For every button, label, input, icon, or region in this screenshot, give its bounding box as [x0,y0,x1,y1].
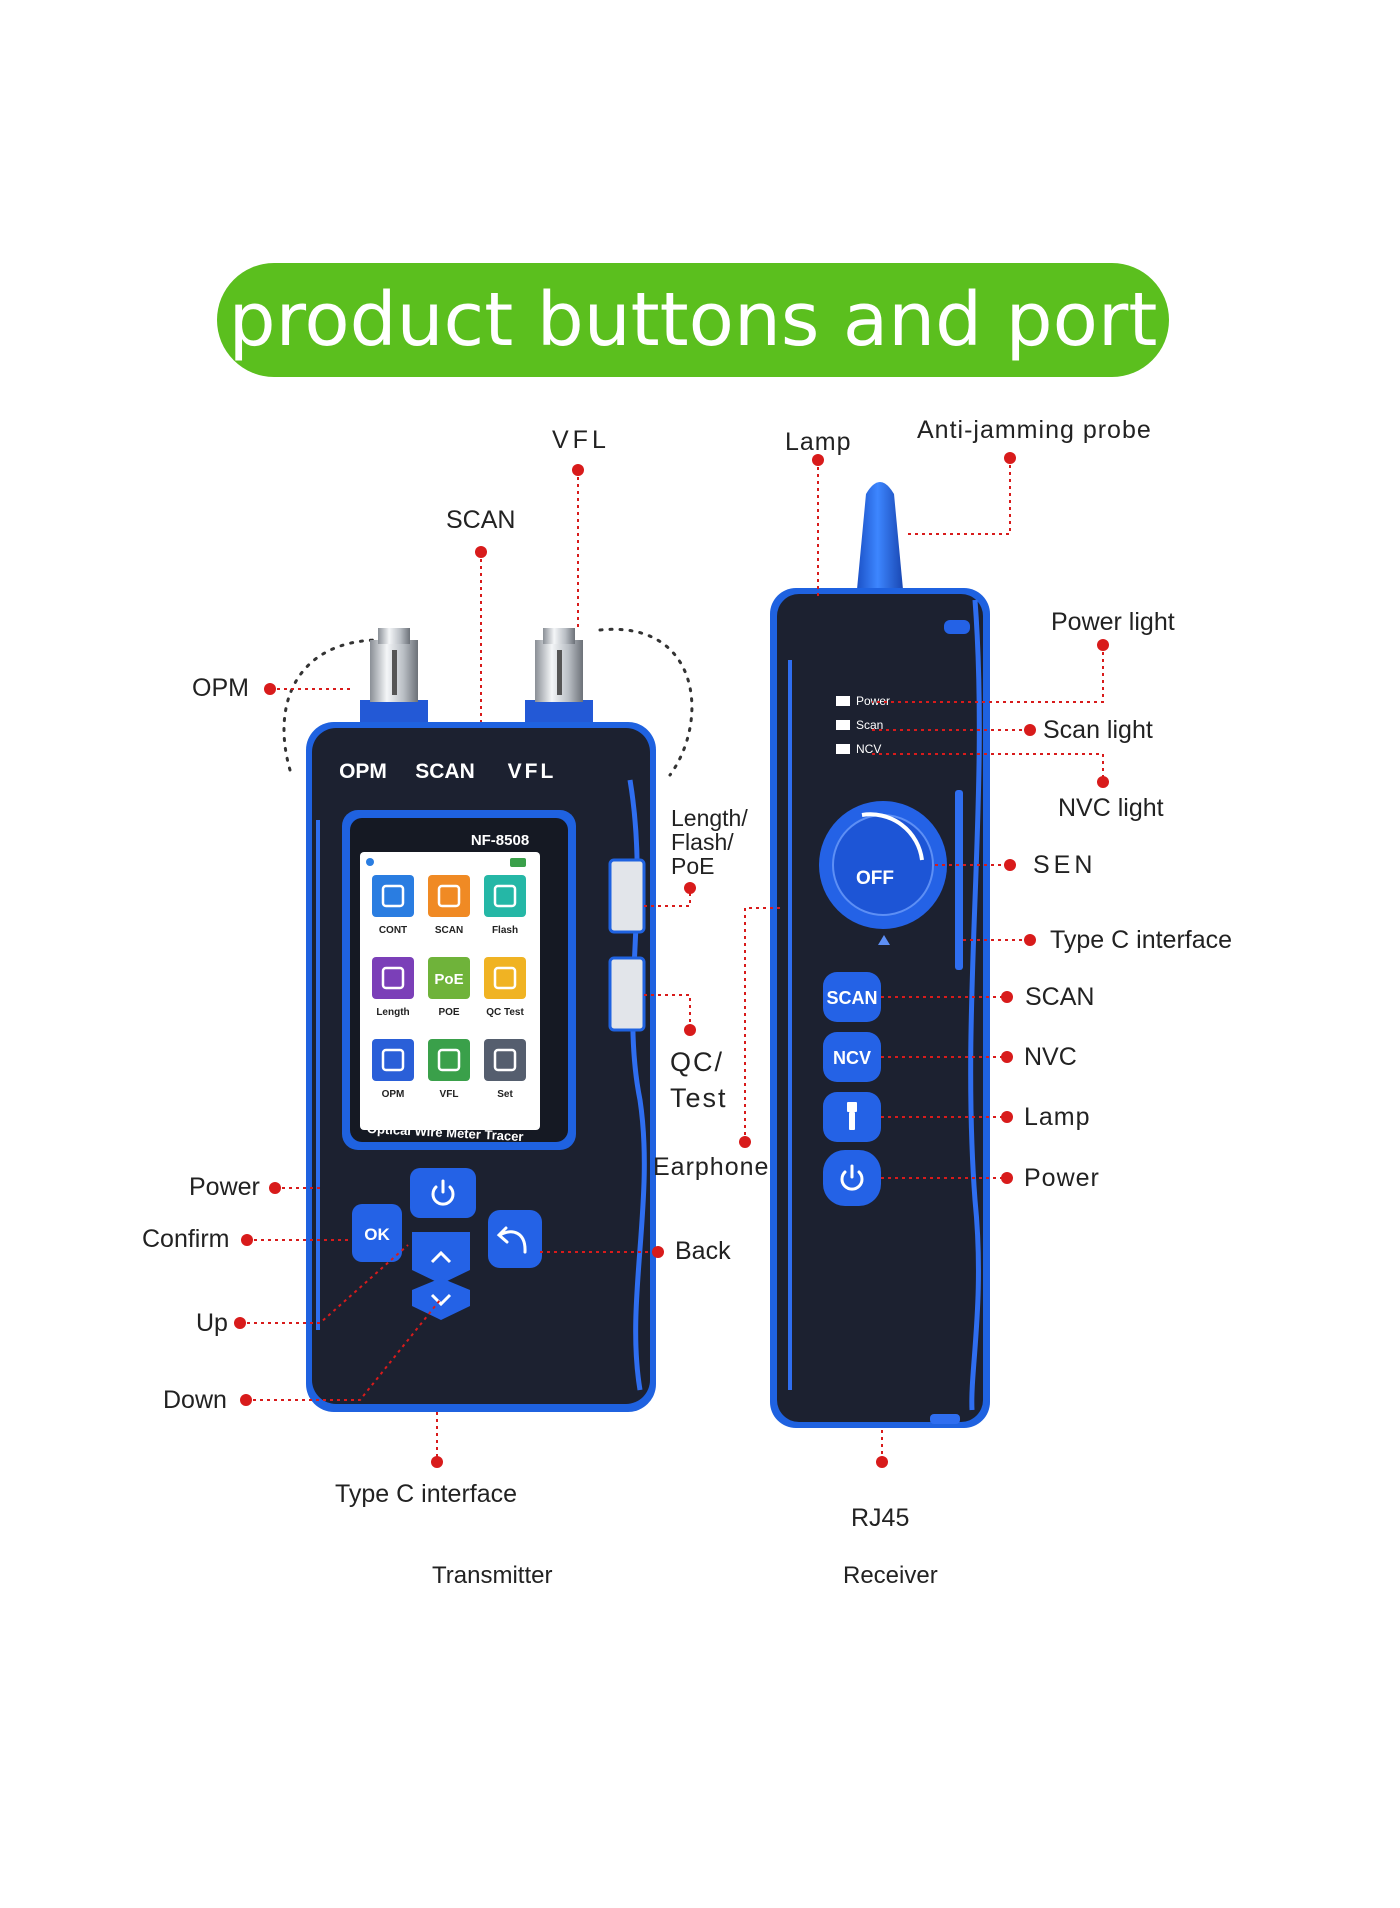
menu-item-label: OPM [382,1089,405,1100]
callout-confirm: Confirm [142,1225,230,1253]
menu-item-label: Length [376,1007,409,1018]
transmitter-down-button[interactable] [412,1278,470,1320]
receiver-power-button[interactable] [823,1150,881,1206]
scan-led [836,720,850,730]
transmitter-ok-button[interactable]: OK [352,1204,402,1262]
menu-item-length[interactable]: Length [372,957,414,1018]
opm-meter-icon [372,1039,414,1081]
network-port-icon [372,875,414,917]
callout-vfl: VFL [552,426,610,454]
callout-lamp-button: Lamp [1024,1103,1091,1131]
menu-item-label: Flash [492,925,518,936]
menu-item-poe[interactable]: PoE POE [428,957,470,1018]
svg-text:NCV: NCV [833,1048,871,1068]
flashlight-icon [847,1102,857,1130]
menu-item-label: SCAN [435,925,463,936]
callout-power-button: Power [1024,1164,1100,1192]
ruler-icon [372,957,414,999]
port-flash-icon [484,875,526,917]
receiver-device: Power Scan NCV OFF SCAN NCV [770,482,990,1428]
callout-power: Power [189,1173,260,1201]
anti-jamming-probe [856,482,904,600]
callout-down: Down [163,1386,227,1414]
transmitter-caption: Transmitter [432,1562,553,1589]
transmitter-back-button[interactable] [488,1210,542,1268]
transmitter-power-button[interactable] [410,1168,476,1218]
menu-tile-text: PoE [434,971,463,988]
receiver-caption: Receiver [843,1562,938,1589]
menu-item-label: QC Test [486,1007,524,1018]
ncv-led [836,744,850,754]
callout-rj45: RJ45 [851,1504,910,1532]
menu-item-qc-test[interactable]: QC Test [484,957,526,1018]
callout-scan-light: Scan light [1043,716,1153,744]
menu-item-scan[interactable]: SCAN [428,875,470,936]
poe-icon [428,957,470,999]
callout-scan-button: SCAN [1025,983,1095,1011]
opm-cap-chain [282,638,382,772]
magnifier-icon [428,875,470,917]
top-port-label-scan: SCAN [415,760,475,783]
gear-icon [484,1039,526,1081]
qc-port-icon [484,957,526,999]
title-banner: product buttons and port [217,263,1169,377]
menu-item-set[interactable]: Set [484,1039,526,1100]
top-port-label-vfl: VFL [508,760,557,783]
top-port-label-opm: OPM [339,760,387,783]
callout-dots [234,452,1109,1468]
indicator-label-power: Power [856,694,890,708]
transmitter-up-button[interactable] [412,1232,470,1284]
callout-type-c-receiver: Type C interface [1050,926,1233,954]
callout-up: Up [196,1309,228,1337]
menu-item-cont[interactable]: CONT [372,875,414,936]
model-label: NF-8508 [471,832,529,849]
callout-back: Back [675,1237,731,1265]
page-title: product buttons and port [228,277,1158,363]
callout-scan-port: SCAN [446,506,516,534]
callout-leaders [240,458,1104,1462]
knob-off-label: OFF [856,868,894,889]
callout-opm: OPM [192,674,249,702]
vfl-connector [525,628,593,730]
opm-connector [360,628,428,730]
callout-nvc-button: NVC [1024,1043,1077,1071]
transmitter-device: OPM SCAN VFL NF-8508 CONT SCAN FlashLength… [282,627,694,1412]
callout-power-light: Power light [1051,608,1175,636]
callout-sen: SEN [1033,851,1097,879]
menu-item-opm[interactable]: OPM [372,1039,414,1100]
callout-type-c-transmitter: Type C interface [335,1480,518,1508]
callout-length-flash-poe: Length/ Flash/ PoE [671,805,748,879]
menu-item-vfl[interactable]: VFL [428,1039,470,1100]
sensitivity-knob[interactable]: OFF [819,801,947,945]
receiver-lamp-button[interactable] [823,1092,881,1142]
svg-text:SCAN: SCAN [826,988,877,1008]
menu-item-label: POE [438,1007,459,1018]
callout-lamp-top: Lamp [785,428,852,456]
callout-nvc-light: NVC light [1058,794,1164,822]
menu-item-label: CONT [379,925,407,936]
indicator-label-scan: Scan [856,718,883,732]
indicator-label-ncv: NCV [856,742,881,756]
power-led [836,696,850,706]
menu-item-label: VFL [440,1089,459,1100]
menu-item-label: Set [497,1089,513,1100]
vfl-laser-icon [428,1039,470,1081]
menu-item-flash[interactable]: Flash [484,875,526,936]
callout-qc-test: QC/ Test [670,1047,728,1113]
receiver-scan-button[interactable]: SCAN [823,972,881,1022]
receiver-ncv-button[interactable]: NCV [823,1032,881,1082]
svg-text:OK: OK [364,1225,390,1244]
vfl-cap-chain [598,627,694,777]
callout-earphone: Earphone [653,1153,770,1181]
callout-anti-jamming-probe: Anti-jamming probe [917,416,1152,444]
